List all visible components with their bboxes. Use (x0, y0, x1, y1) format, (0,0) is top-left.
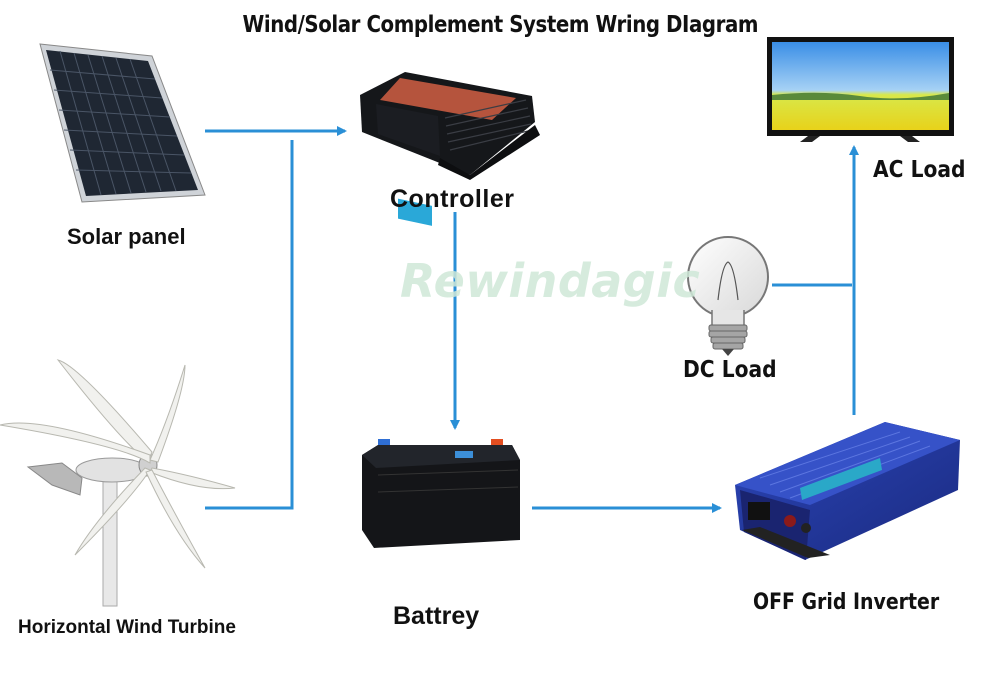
controller-image (360, 72, 540, 226)
label-controller: Controller (390, 185, 515, 213)
tv-image (767, 37, 954, 142)
connector-lines (205, 126, 859, 513)
battery-image (362, 439, 520, 548)
label-wind-turbine: Horizontal Wind Turbine (18, 617, 236, 638)
watermark-text: Rewindagic (400, 254, 701, 308)
label-ac-load: AC Load (873, 157, 966, 183)
label-inverter: OFF Grid Inverter (753, 590, 940, 615)
light-bulb-image (687, 236, 769, 356)
inverter-image (735, 422, 960, 560)
turbine-to-controller-line (205, 140, 294, 510)
label-battery: Battrey (393, 602, 480, 630)
wind-turbine-image (0, 359, 236, 607)
solar-panel-image (39, 43, 206, 203)
label-solar-panel: Solar panel (67, 224, 186, 249)
diagram-title: Wind/Solar Complement System Wring DIagr… (242, 12, 759, 38)
label-dc-load: DC Load (683, 357, 777, 383)
